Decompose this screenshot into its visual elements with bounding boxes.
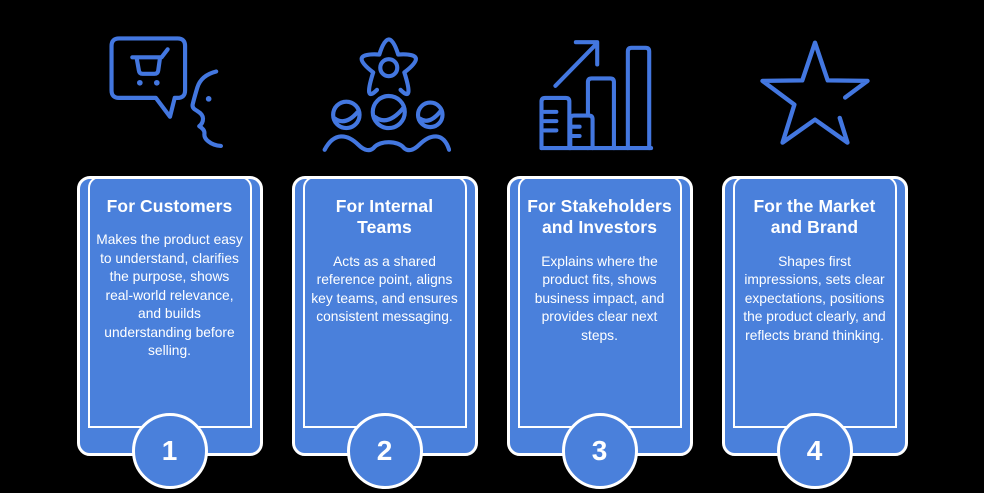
growth-chart-icon [538, 40, 653, 151]
icon-zone [507, 22, 693, 176]
card-title: For the Market and Brand [753, 196, 876, 238]
icon-zone [292, 22, 478, 176]
card-title: For Customers [106, 196, 233, 216]
step-number-badge: 4 [776, 413, 853, 489]
column-internal-teams: For Internal Teams Acts as a shared refe… [291, 22, 478, 489]
card-title: For Stakeholders and Investors [527, 196, 672, 238]
card-title: For Internal Teams [335, 196, 434, 238]
step-number-badge: 3 [561, 413, 638, 489]
column-market-brand: For the Market and Brand Shapes first im… [721, 22, 908, 489]
icon-zone [77, 22, 263, 176]
card-body: Explains where the product fits, shows b… [534, 253, 665, 343]
card-body: Makes the product easy to understand, cl… [96, 232, 243, 359]
icon-zone [722, 22, 908, 176]
card-body: Shapes first impressions, sets clear exp… [743, 253, 886, 343]
step-number-badge: 2 [346, 413, 423, 489]
card-stakeholders: For Stakeholders and Investors Explains … [506, 176, 693, 489]
star-icon [759, 40, 870, 145]
card-internal-teams: For Internal Teams Acts as a shared refe… [291, 176, 478, 489]
column-customers: For Customers Makes the product easy to … [76, 22, 263, 489]
card-columns: For Customers Makes the product easy to … [0, 22, 984, 489]
card-customers: For Customers Makes the product easy to … [76, 176, 263, 489]
team-gear-icon [322, 37, 451, 153]
card-market-brand: For the Market and Brand Shapes first im… [721, 176, 908, 489]
card-body: Acts as a shared reference point, aligns… [311, 253, 458, 325]
step-number-badge: 1 [131, 413, 208, 489]
column-stakeholders: For Stakeholders and Investors Explains … [506, 22, 693, 489]
customer-conversation-icon [108, 36, 223, 149]
